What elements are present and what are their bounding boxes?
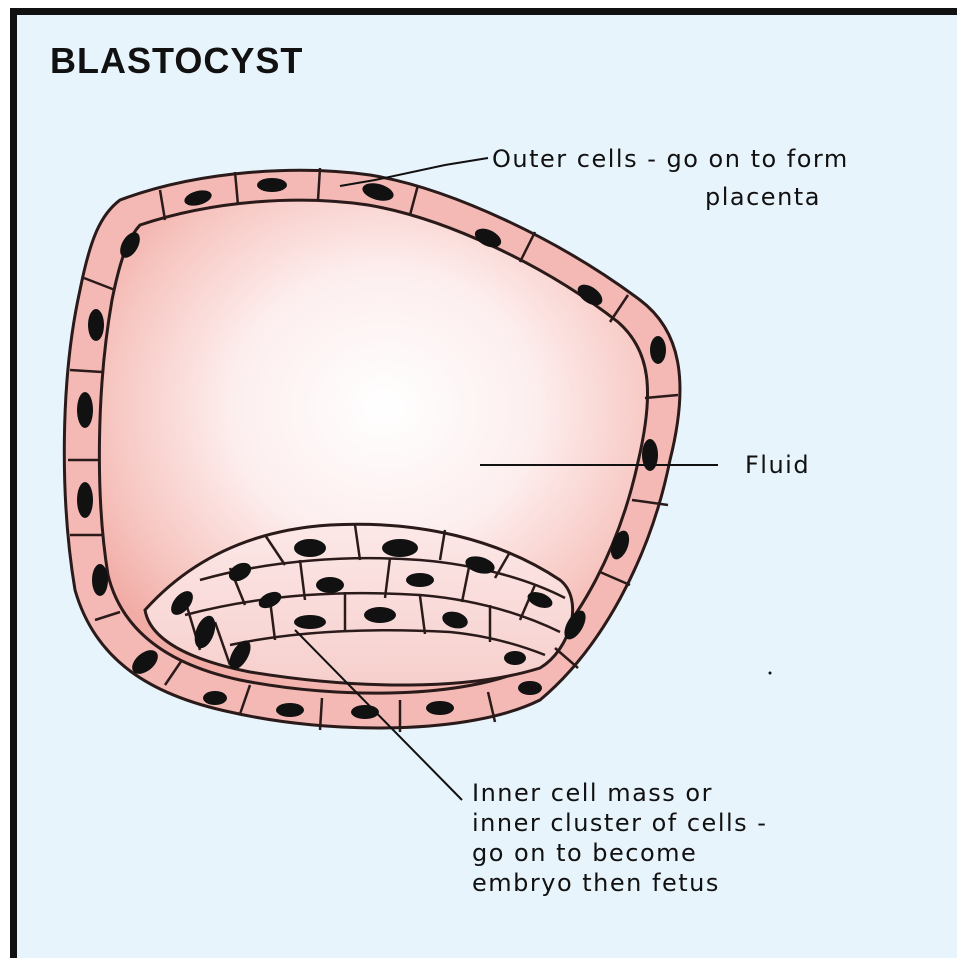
inner-label-line3: go on to become: [472, 838, 767, 868]
stray-dot: [769, 672, 772, 675]
outer-cells-label-line1: Outer cells - go on to form: [492, 144, 849, 174]
diagram-title: BLASTOCYST: [50, 40, 303, 82]
outer-cells-leader: [340, 158, 488, 186]
inner-label-line1: Inner cell mass or: [472, 778, 767, 808]
inner-cell-mass-label: Inner cell mass or inner cluster of cell…: [472, 778, 767, 898]
inner-label-line2: inner cluster of cells -: [472, 808, 767, 838]
fluid-label: Fluid: [745, 450, 810, 480]
inner-label-line4: embryo then fetus: [472, 868, 767, 898]
outer-cells-label-line2: placenta: [705, 182, 821, 212]
